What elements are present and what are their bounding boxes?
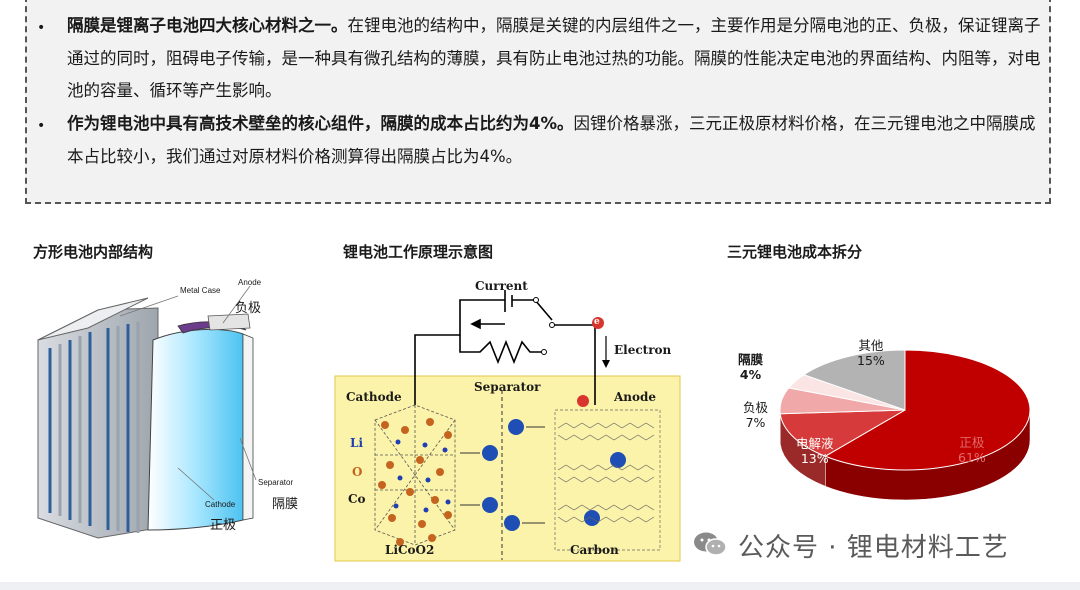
pie-slice-电解液 [779, 409, 906, 457]
cathode-label-cn: 正极 [210, 518, 237, 533]
intro-p2-bold: 作为锂电池中具有高技术壁垒的核心组件，隔膜的成本占比约为4%。 [67, 114, 574, 133]
wechat-logo-icon [693, 531, 727, 557]
separator-heading: Separator [474, 380, 541, 394]
prismatic-battery-illustration [37, 285, 257, 539]
pie-label-separator-name: 隔膜 [738, 352, 764, 367]
pie-label-other-value: 15% [857, 353, 885, 368]
anode-label-cn: 负极 [235, 301, 262, 316]
lithium-atoms [393, 439, 451, 513]
pie-label-electrolyte-name: 电解液 [796, 436, 834, 451]
pie-label-other-name: 其他 [858, 338, 884, 353]
oxygen-atoms [378, 418, 452, 546]
battery-structure-title: 方形电池内部结构 [33, 243, 154, 261]
li-atom-label: Li [350, 436, 363, 450]
cathode-heading: Cathode [346, 390, 402, 404]
carbon-layers [554, 409, 661, 551]
pie-label-cathode-name: 正极 [959, 435, 985, 450]
oxygen-atom-label: O [352, 465, 363, 479]
working-principle-title: 锂电池工作原理示意图 [343, 243, 494, 261]
pie-slice-正极 [824, 349, 1031, 471]
anode-label-en: Anode [238, 278, 262, 287]
pie-label-separator-value: 4% [739, 367, 762, 382]
intro-p1-bold: 隔膜是锂离子电池四大核心材料之一。 [67, 16, 348, 35]
carbon-label: Carbon [570, 543, 619, 557]
pie-label-anode-value: 7% [745, 415, 766, 430]
metal-case-label: Metal Case [180, 286, 221, 295]
working-principle-illustration [334, 290, 681, 562]
watermark-text: 公众号 · 锂电材料工艺 [738, 533, 1009, 563]
electron-symbol: e [594, 317, 600, 327]
intro-paragraph-1: 隔膜是锂离子电池四大核心材料之一。在锂电池的结构中，隔膜是关键的内层组件之一，主… [67, 10, 1042, 108]
cost-pie-chart [779, 349, 1031, 501]
electron-label: Electron [614, 343, 672, 357]
intro-paragraph-2: 作为锂电池中具有高技术壁垒的核心组件，隔膜的成本占比约为4%。因锂价格暴涨，三元… [67, 108, 1042, 173]
separator-label-cn: 隔膜 [272, 497, 299, 512]
intro-p2-text: 因锂价格暴涨，三元正极原材料价格，在三元锂电池之中隔膜成本占比较小，我们通过对原… [67, 114, 1036, 166]
bullet-dot: • [37, 20, 46, 36]
electron-icon [577, 395, 589, 407]
separator-label-en: Separator [258, 478, 294, 487]
pie-label-electrolyte-value: 13% [800, 451, 829, 466]
anode-heading: Anode [614, 390, 657, 404]
bullet-dot: • [37, 118, 46, 134]
intro-box: • 隔膜是锂离子电池四大核心材料之一。在锂电池的结构中，隔膜是关键的内层组件之一… [25, 0, 1051, 204]
electron-icon [592, 317, 604, 329]
cathode-lattice [374, 404, 456, 546]
cathode-label-en: Cathode [205, 500, 236, 509]
pie-slice-其他 [802, 349, 906, 411]
intro-p1-text: 在锂电池的结构中，隔膜是关键的内层组件之一，主要作用是分隔电池的正、负极，保证锂… [67, 16, 1041, 100]
electrode-stack [48, 322, 140, 533]
licoo2-label: LiCoO2 [385, 543, 435, 557]
cobalt-atom-label: Co [348, 492, 366, 506]
pie-label-anode-name: 负极 [743, 400, 769, 415]
cost-breakdown-title: 三元锂电池成本拆分 [727, 243, 863, 261]
bottom-divider [0, 582, 1080, 590]
pie-label-cathode-value: 61% [958, 450, 986, 465]
current-label: Current [475, 279, 528, 293]
